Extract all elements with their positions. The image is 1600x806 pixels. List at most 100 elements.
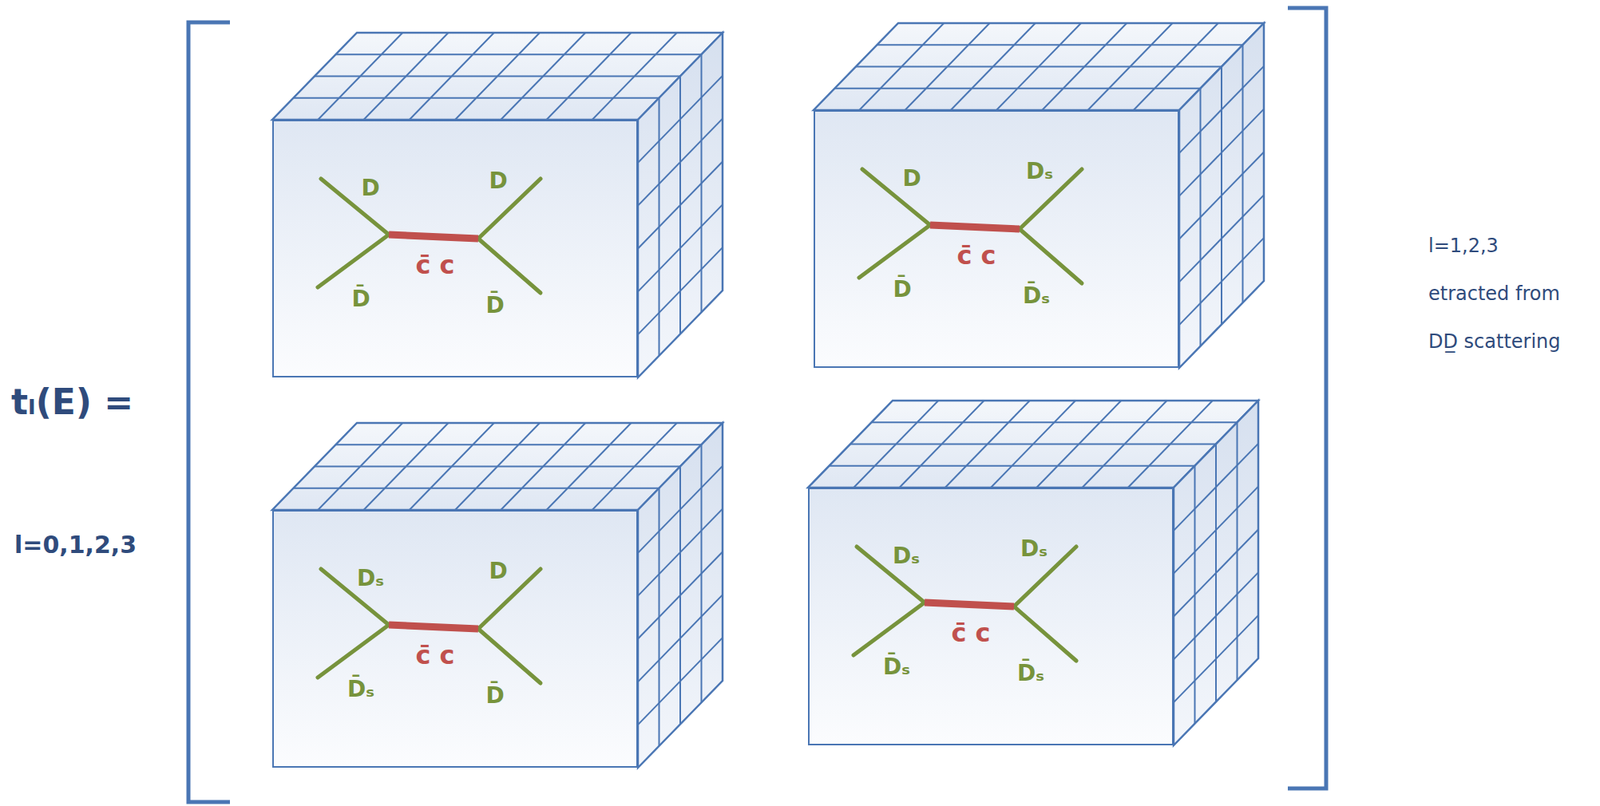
lattice-line — [1173, 615, 1259, 703]
text-holder: D — [488, 558, 507, 585]
meson-line — [853, 602, 925, 656]
lattice-line — [637, 118, 723, 206]
quark-line — [388, 234, 479, 239]
meson-label: D̄ — [485, 292, 504, 319]
lattice-line — [637, 466, 723, 554]
meson-line — [317, 234, 389, 288]
text-holder: D̄ₛ — [1022, 282, 1050, 309]
lattice-cube — [807, 400, 1259, 746]
text-holder: Dₛ — [892, 542, 920, 570]
text-holder: D̄ — [485, 292, 504, 319]
meson-line — [1013, 606, 1077, 662]
meson-label: D̄ — [351, 285, 370, 313]
lattice-line — [1179, 66, 1264, 154]
lattice-box: D Dₛ c̄ c D̄ D̄ₛ — [813, 110, 1180, 369]
text-holder: D — [488, 167, 507, 195]
text-holder: D̄ₛ — [883, 653, 911, 681]
text-holder: D — [360, 174, 380, 202]
meson-label: D̄ₛ — [347, 676, 375, 703]
text-holder: Dₛ — [356, 565, 385, 592]
meson-label: Dₛ — [356, 565, 385, 592]
quark-line — [388, 625, 479, 630]
lattice-line — [835, 87, 1201, 90]
right-bracket — [1287, 7, 1327, 789]
quark-label: c̄ c — [950, 617, 991, 649]
lattice-line — [293, 97, 660, 100]
meson-label: D̄ₛ — [1022, 282, 1050, 309]
note-text: l=1,2,3 — [1428, 234, 1499, 258]
lattice-side-face — [637, 32, 723, 378]
label-holder: l=1,2,3 — [1428, 234, 1499, 258]
meson-line — [1019, 229, 1082, 284]
meson-line — [478, 569, 541, 630]
lattice-line — [1179, 152, 1264, 240]
lattice-cube — [813, 23, 1264, 369]
lattice-side-face — [637, 423, 723, 769]
lattice-side-face — [1179, 23, 1264, 369]
meson-line — [478, 238, 541, 294]
lattice-line — [1179, 109, 1264, 197]
lattice-line — [829, 465, 1196, 468]
quark-label: c̄ c — [415, 640, 455, 671]
meson-line — [478, 178, 541, 239]
lattice-line — [637, 637, 723, 725]
lattice-line — [293, 487, 660, 490]
lattice-line — [871, 421, 1238, 424]
meson-label: D — [488, 558, 507, 585]
meson-label: D̄ — [892, 276, 911, 303]
text-holder: D̄ₛ — [347, 676, 375, 703]
meson-label: Dₛ — [1025, 158, 1054, 185]
lattice-line — [1173, 530, 1259, 618]
text-holder: c̄ c — [415, 249, 455, 281]
meson-line — [478, 629, 541, 684]
quark-label: c̄ c — [415, 249, 455, 281]
lattice-line — [637, 204, 723, 292]
text-holder: D̄ — [892, 276, 911, 303]
note-text: DD̲ scattering — [1428, 330, 1561, 353]
lattice-line — [637, 552, 723, 640]
lattice-box: Dₛ Dc̄ c D̄ₛ D̄ — [272, 510, 638, 769]
lattice-line — [314, 466, 681, 468]
lattice-line — [637, 162, 723, 250]
meson-diagram — [809, 489, 1173, 745]
quark-line — [930, 225, 1020, 230]
meson-label: D̄ₛ — [883, 653, 911, 681]
left-bracket — [188, 22, 230, 803]
text-holder: c̄ c — [950, 617, 991, 649]
label-holder: tₗ(E) = — [11, 381, 134, 423]
lattice-line — [637, 247, 723, 335]
lattice-line — [855, 66, 1222, 68]
lattice-box: Dₛ Dₛ c̄ c D̄ₛ D̄ₛ — [807, 487, 1174, 746]
label-holder: DD̲ scattering — [1428, 330, 1561, 353]
quark-line — [924, 602, 1014, 607]
meson-label: D — [360, 174, 380, 202]
text-holder: c̄ c — [415, 640, 455, 671]
label-holder: l=0,1,2,3 — [14, 530, 137, 559]
text-holder: c̄ c — [956, 240, 996, 271]
meson-diagram — [273, 511, 637, 767]
lattice-line — [336, 53, 702, 56]
text-holder: Dₛ — [1025, 158, 1054, 185]
lattice-cube — [272, 32, 723, 378]
lattice-line — [1173, 443, 1259, 531]
meson-diagram — [273, 121, 637, 377]
formula-label: tₗ(E) = — [11, 381, 134, 423]
lattice-line — [1173, 572, 1259, 660]
meson-label: D̄ₛ — [1017, 660, 1045, 687]
formula-label: l=0,1,2,3 — [14, 530, 137, 559]
text-holder: Dₛ — [1020, 535, 1048, 563]
label-holder: etracted from — [1428, 282, 1561, 305]
meson-line — [317, 625, 389, 678]
lattice-line — [877, 43, 1244, 46]
lattice-line — [637, 594, 723, 682]
lattice-line — [1173, 487, 1259, 575]
meson-label: D̄ — [485, 682, 504, 709]
lattice-line — [1179, 237, 1264, 325]
lattice-line — [850, 443, 1216, 446]
lattice-side-face — [1173, 400, 1259, 746]
meson-label: D — [902, 165, 921, 192]
lattice-cube — [272, 423, 723, 769]
